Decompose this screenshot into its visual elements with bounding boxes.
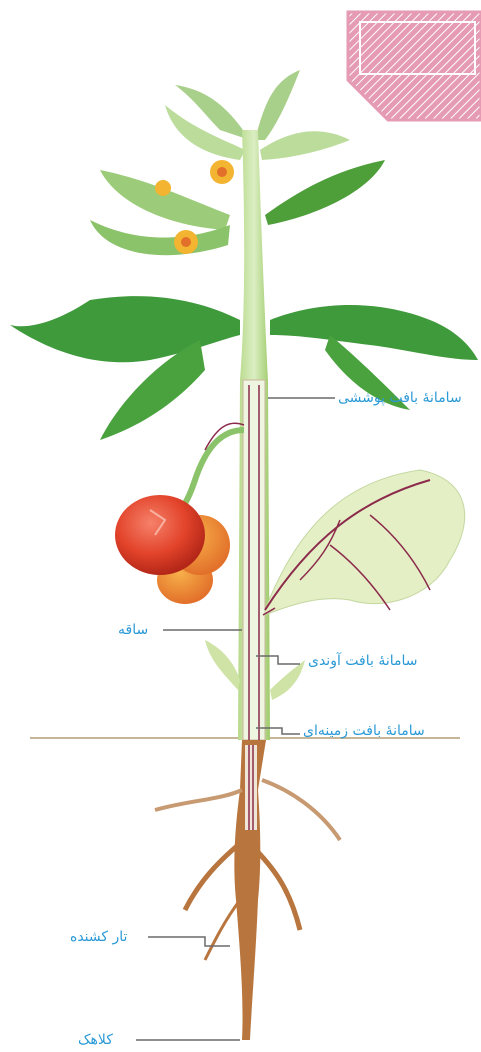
label-ground-tissue: سامانهٔ بافت زمینه‌ای bbox=[303, 722, 425, 740]
label-root-cap: کلاهک bbox=[78, 1031, 113, 1049]
label-epidermal-tissue: سامانهٔ بافت پوششی bbox=[338, 389, 462, 407]
striped-pink-badge-icon bbox=[348, 12, 481, 120]
tomato-branch bbox=[180, 430, 244, 510]
small-leaf-right bbox=[270, 660, 305, 700]
label-vascular-tissue: سامانهٔ بافت آوندی bbox=[308, 652, 418, 670]
pale-leaf-with-veins bbox=[265, 470, 465, 615]
label-stem: ساقه bbox=[118, 621, 148, 639]
small-leaf-left bbox=[205, 640, 240, 690]
top-leaves bbox=[90, 70, 385, 255]
label-root-hair: تار کشنده bbox=[70, 928, 127, 946]
leader-lines bbox=[136, 398, 335, 1040]
stem-cutaway bbox=[243, 380, 265, 740]
root-system bbox=[155, 740, 340, 1040]
tomato-fruits bbox=[115, 495, 230, 604]
